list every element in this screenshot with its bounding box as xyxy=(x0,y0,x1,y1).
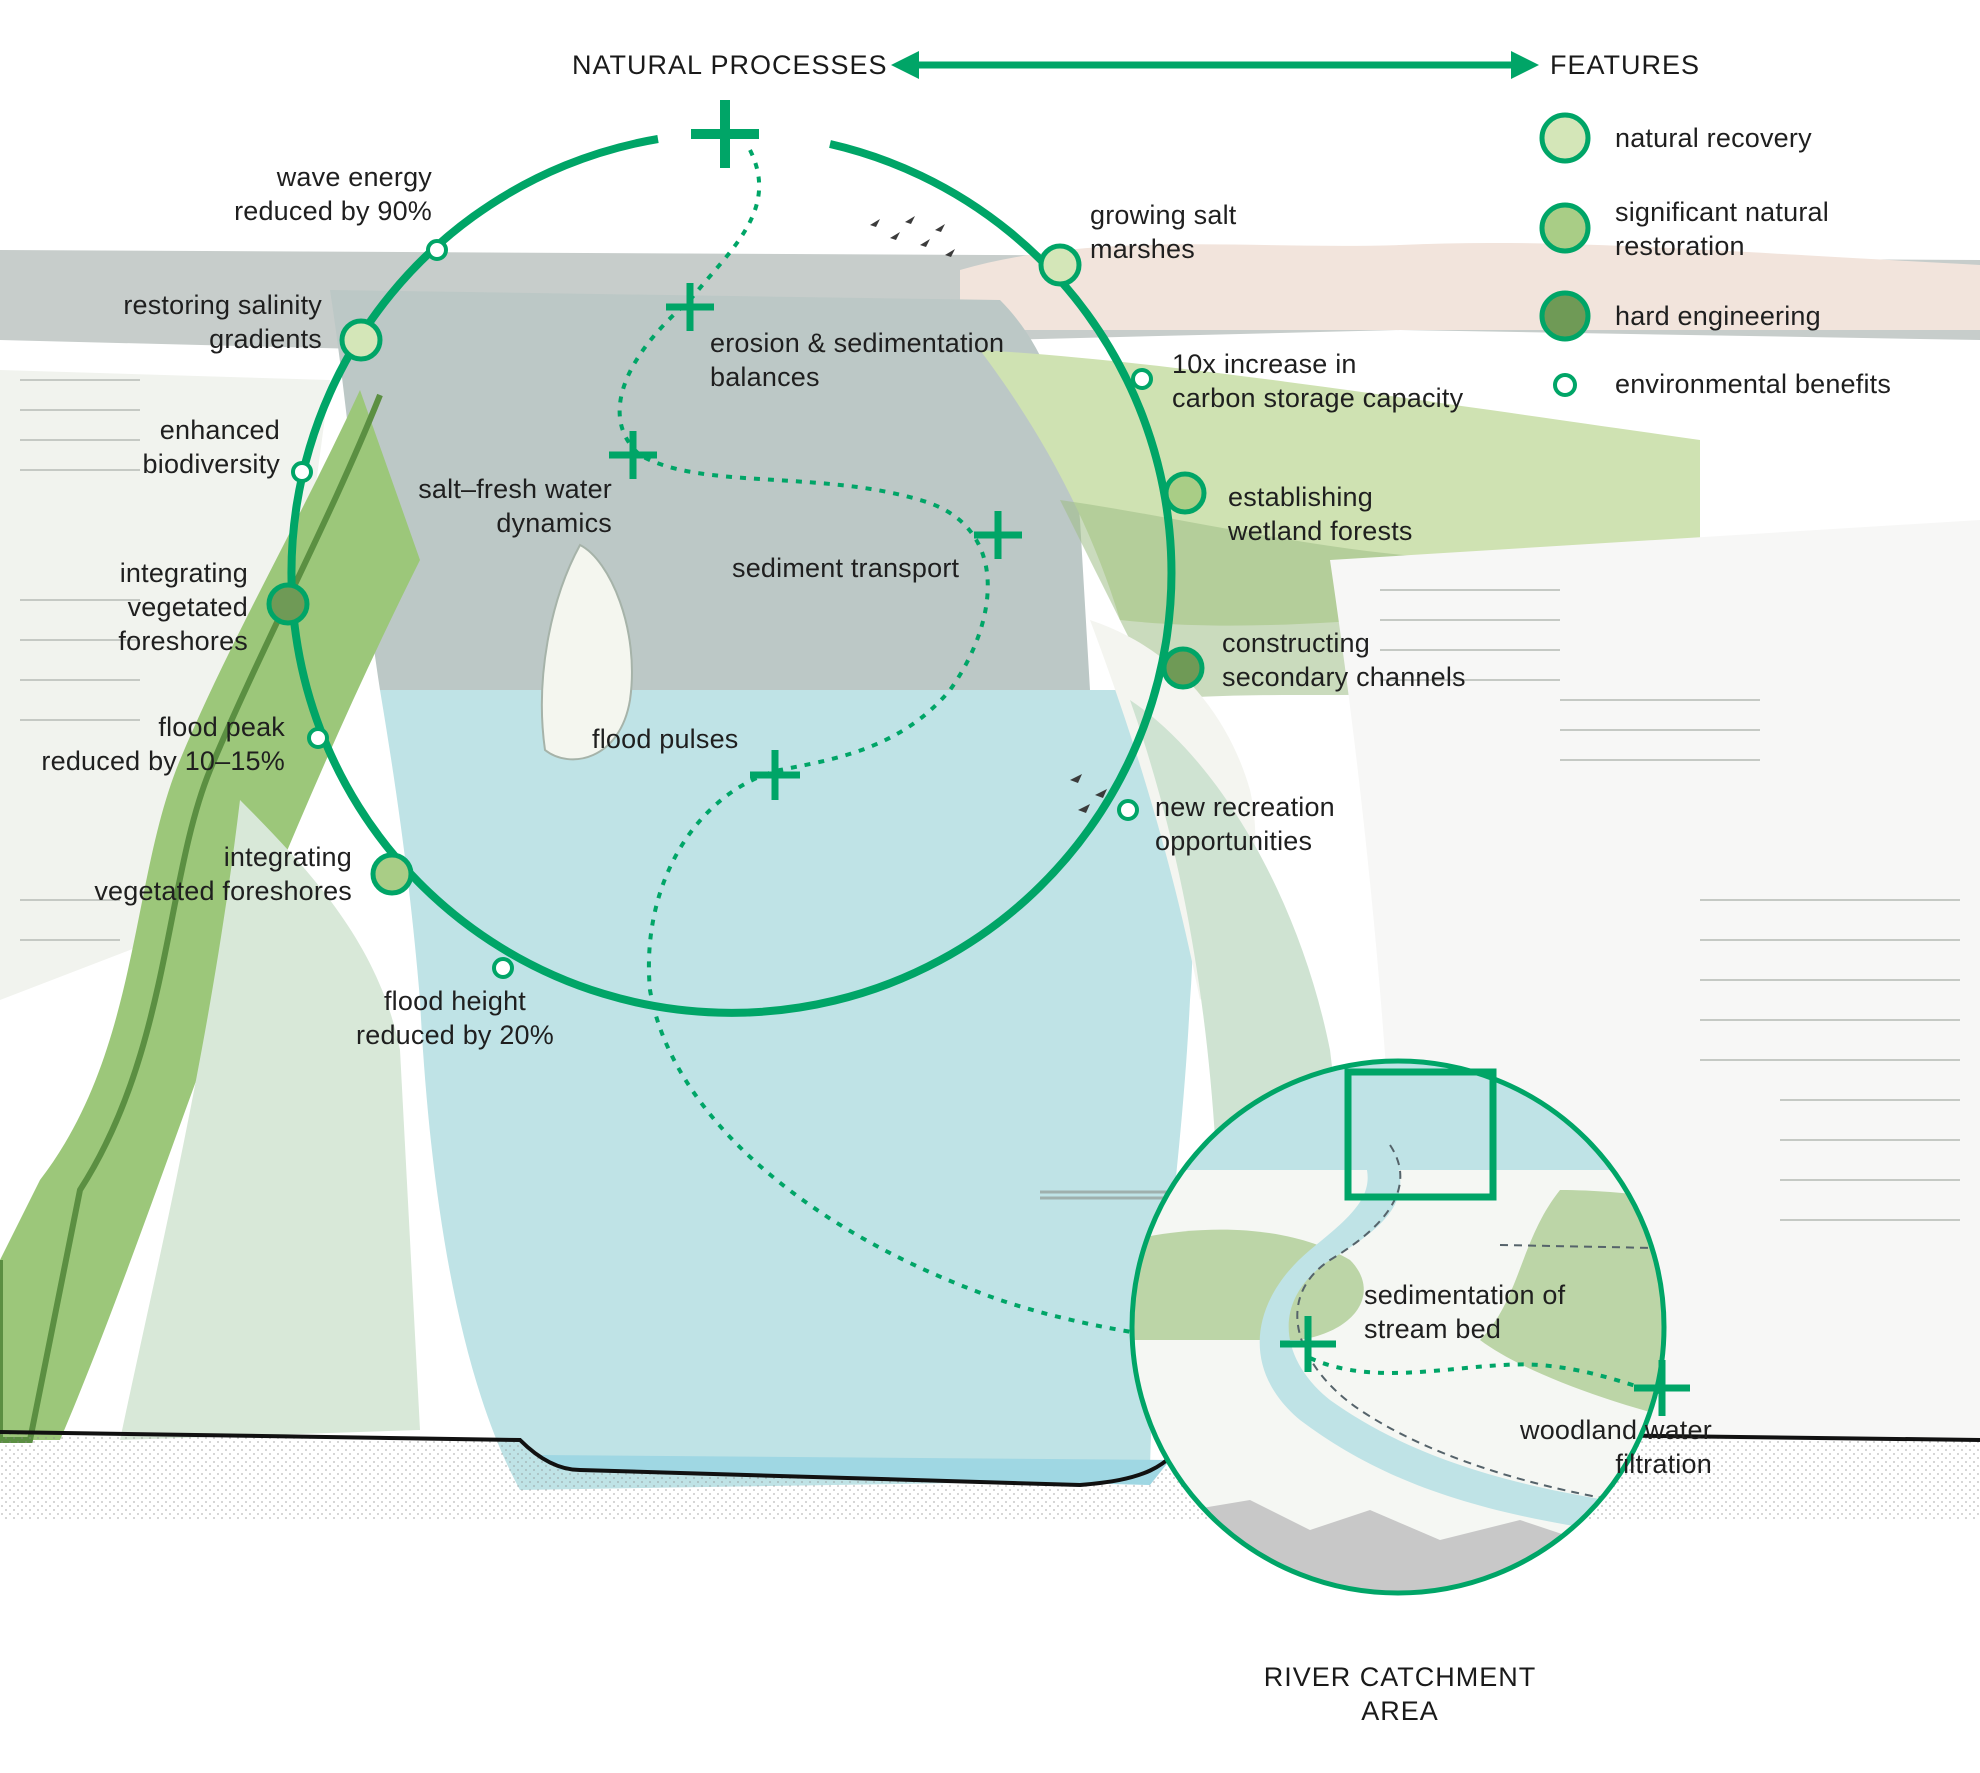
inset-woodland-filtration-label: woodland water filtration xyxy=(1520,1415,1712,1479)
landscape-background xyxy=(0,242,1980,1490)
woodland-filtration-plus-icon xyxy=(1634,1360,1690,1416)
settlement-blocks xyxy=(20,379,1960,1221)
node-integrating-foreshores-2 xyxy=(370,852,414,896)
benefit-biodiversity: enhanced biodiversity xyxy=(142,415,280,479)
feature-wetland-forests: establishing wetland forests xyxy=(1228,482,1413,546)
process-sediment-transport: sediment transport xyxy=(732,553,960,583)
feature-integrating-foreshores-2: integrating vegetated foreshores xyxy=(94,842,352,906)
node-growing-salt-marshes xyxy=(1038,243,1082,287)
node-carbon xyxy=(1131,368,1153,390)
legend-natural-recovery: natural recovery xyxy=(1615,123,1812,153)
process-flood-pulses: flood pulses xyxy=(592,724,739,754)
process-markers xyxy=(609,100,1022,800)
inset-sedimentation-label: sedimentation of stream bed xyxy=(1364,1280,1566,1344)
erosion-plus-icon xyxy=(666,283,714,331)
process-dotted-path xyxy=(617,149,1306,1347)
process-salt-fresh: salt–fresh water dynamics xyxy=(418,474,612,538)
birds xyxy=(870,216,1107,813)
feature-restoring-salinity: restoring salinity gradients xyxy=(123,290,322,354)
feature-growing-salt-marshes: growing salt marshes xyxy=(1090,200,1237,264)
legend-significant-restoration-icon xyxy=(1539,202,1591,254)
benefit-flood-peak: flood peak reduced by 10–15% xyxy=(41,712,285,776)
benefit-carbon-storage: 10x increase in carbon storage capacity xyxy=(1172,349,1464,413)
node-recreation xyxy=(1117,799,1139,821)
node-flood-height xyxy=(492,957,514,979)
inset-focus-frame xyxy=(1344,1068,1497,1201)
features-heading: FEATURES xyxy=(1550,50,1701,80)
feature-integrating-foreshores-1: integrating vegetated foreshores xyxy=(118,558,248,656)
benefit-wave-energy: wave energy reduced by 90% xyxy=(234,162,432,226)
feature-nodes xyxy=(266,243,1207,896)
node-biodiversity xyxy=(291,461,313,483)
legend-hard-engineering: hard engineering xyxy=(1615,301,1821,331)
sedimentation-plus-icon xyxy=(1280,1316,1336,1372)
top-plus-icon xyxy=(691,100,759,168)
feature-secondary-channels: constructing secondary channels xyxy=(1222,628,1466,692)
sediment-plus-icon xyxy=(974,511,1022,559)
legend-swatches xyxy=(1539,112,1591,397)
node-restoring-salinity xyxy=(339,318,383,362)
river-catchment-title: RIVER CATCHMENT AREA xyxy=(1263,1662,1537,1726)
legend-environmental-benefits: environmental benefits xyxy=(1615,369,1892,399)
node-secondary-channels xyxy=(1161,646,1205,690)
legend-hard-engineering-icon xyxy=(1539,290,1591,342)
node-wetland-forests xyxy=(1163,471,1207,515)
node-flood-peak xyxy=(307,727,329,749)
processes-circle xyxy=(287,135,1176,1017)
pier xyxy=(1040,1190,1170,1200)
process-erosion-sedimentation: erosion & sedimentation balances xyxy=(710,328,1005,392)
legend-environmental-benefits-icon xyxy=(1553,373,1577,397)
legend-significant-restoration: significant natural restoration xyxy=(1615,197,1829,261)
node-integrating-foreshores-1 xyxy=(266,582,310,626)
flood-pulses-plus-icon xyxy=(750,750,800,800)
legend-natural-recovery-icon xyxy=(1539,112,1591,164)
benefit-nodes xyxy=(291,239,1153,979)
benefit-flood-height: flood height reduced by 20% xyxy=(356,986,554,1050)
node-wave-energy xyxy=(426,239,448,261)
inset-dotted-path xyxy=(1309,1356,1661,1394)
salt-fresh-plus-icon xyxy=(609,431,657,479)
natural-processes-heading: NATURAL PROCESSES xyxy=(572,50,888,80)
benefit-recreation: new recreation opportunities xyxy=(1155,792,1335,856)
